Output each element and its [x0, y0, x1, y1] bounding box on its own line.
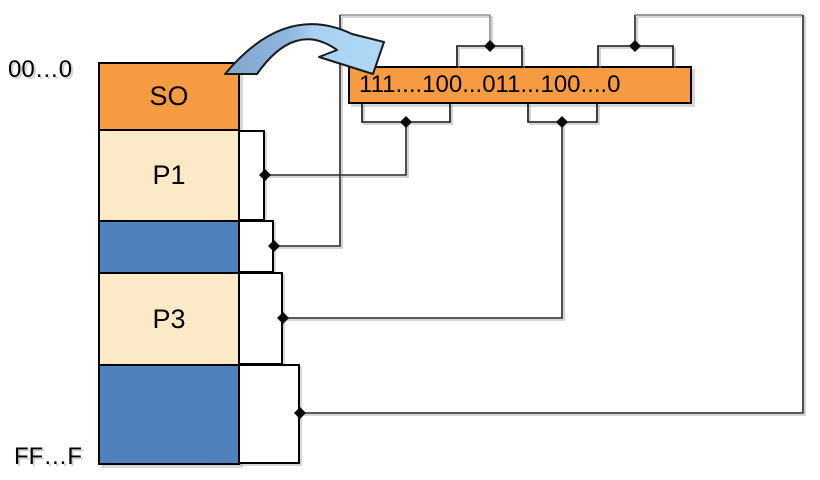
- diamond-bracket-below-right: [556, 116, 568, 128]
- bracket-below-left: [361, 103, 451, 123]
- memory-segment-hole-1: [98, 220, 240, 274]
- memory-segment-os: SO: [98, 62, 240, 131]
- segment-label-os: SO: [149, 81, 189, 111]
- memory-segment-p1: P1: [98, 129, 240, 222]
- memory-segment-hole-2: [98, 364, 240, 465]
- route-hole1-down: [276, 15, 341, 247]
- address-end-label: FF…F: [14, 443, 82, 470]
- segment-label-p1: P1: [152, 160, 186, 190]
- bracket-above-left: [456, 45, 523, 66]
- diamond-bracket-below-left: [400, 116, 412, 128]
- diamond-bracket-above-right: [629, 40, 641, 52]
- diamond-bracket-above-left: [484, 40, 496, 52]
- route-hole1-top: [340, 14, 491, 45]
- memory-segment-p3: P3: [98, 272, 240, 366]
- bitmap-value: 111....100...011...100....0: [359, 71, 621, 98]
- segment-connector-box-p1: [238, 130, 265, 221]
- address-start-label: 00…0: [8, 56, 73, 83]
- segment-connector-box-p3: [238, 272, 283, 365]
- route-p1: [267, 121, 407, 176]
- route-p3: [285, 121, 563, 319]
- segment-label-p3: P3: [152, 303, 186, 334]
- bracket-below-right: [527, 103, 598, 123]
- segment-connector-box-hole-2: [238, 364, 300, 464]
- segment-connector-box-hole-1: [238, 220, 274, 273]
- bitmap-box: 111....100...011...100....0: [348, 66, 692, 104]
- bracket-above-right: [597, 45, 674, 66]
